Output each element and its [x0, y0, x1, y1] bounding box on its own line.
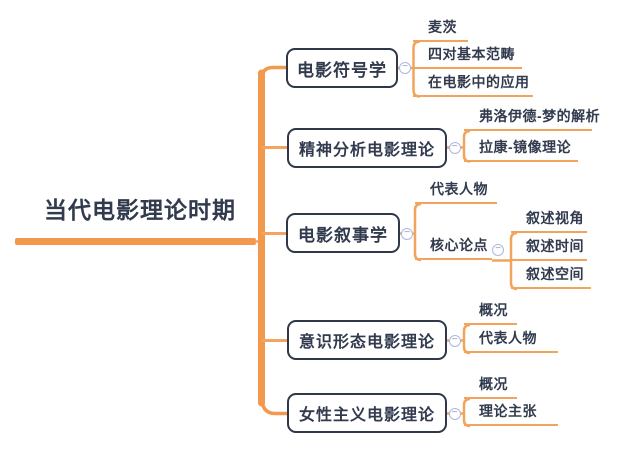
- leaf-node-overview-ideology[interactable]: 概况: [464, 299, 517, 325]
- leaf-node-narrative-time[interactable]: 叙述时间: [511, 235, 587, 261]
- root-node[interactable]: 当代电影理论时期: [44, 197, 236, 223]
- leaf-node-application-in-film[interactable]: 在电影中的应用: [413, 71, 533, 97]
- collapse-button[interactable]: −: [492, 243, 504, 256]
- collapse-button[interactable]: −: [401, 227, 413, 240]
- collapse-button[interactable]: −: [448, 141, 461, 154]
- branch-node-ideological-film-theory[interactable]: 意识形态电影理论: [287, 320, 447, 360]
- minus-icon: −: [404, 227, 410, 238]
- leaf-node-four-basic-categories[interactable]: 四对基本范畴: [413, 43, 522, 69]
- leaf-node-narrative-space[interactable]: 叙述空间: [511, 263, 591, 289]
- minus-icon: −: [451, 141, 458, 152]
- leaf-node-overview-feminist[interactable]: 概况: [464, 373, 517, 399]
- minus-icon: −: [451, 407, 458, 418]
- branch-node-film-semiotics[interactable]: 电影符号学: [286, 48, 398, 88]
- subtopic-node-core-arguments[interactable]: 核心论点: [415, 234, 492, 260]
- leaf-node-representative-figures-ideology[interactable]: 代表人物: [464, 327, 558, 353]
- leaf-node-lacan-mirror-theory[interactable]: 拉康-镜像理论: [464, 136, 578, 162]
- collapse-button[interactable]: −: [448, 407, 461, 420]
- minus-icon: −: [451, 334, 458, 345]
- leaf-node-metz[interactable]: 麦茨: [413, 16, 468, 42]
- leaf-node-narrative-perspective[interactable]: 叙述视角: [511, 207, 587, 233]
- minus-icon: −: [495, 243, 501, 254]
- leaf-node-representative-figures[interactable]: 代表人物: [415, 178, 497, 204]
- collapse-button[interactable]: −: [448, 334, 461, 347]
- leaf-node-theoretical-claims[interactable]: 理论主张: [464, 400, 558, 426]
- branch-node-feminist-film-theory[interactable]: 女性主义电影理论: [287, 393, 447, 433]
- minus-icon: −: [402, 61, 408, 72]
- leaf-node-freud-dream-analysis[interactable]: 弗洛伊德-梦的解析: [464, 105, 600, 131]
- branch-node-psychoanalytic-film-theory[interactable]: 精神分析电影理论: [287, 128, 447, 168]
- collapse-button[interactable]: −: [399, 61, 411, 74]
- branch-node-film-narratology[interactable]: 电影叙事学: [286, 213, 400, 253]
